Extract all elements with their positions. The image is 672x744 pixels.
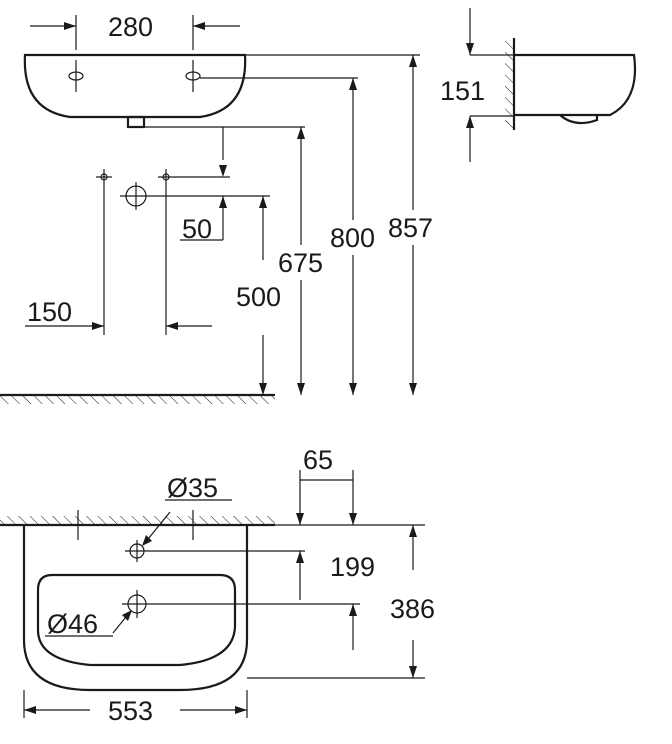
plan-view: Ø35 Ø46 65 199 386 xyxy=(0,445,435,726)
dim-dia-35: Ø35 xyxy=(167,473,218,503)
wall-hatch-plan xyxy=(0,516,275,525)
basin-bowl-outline xyxy=(36,573,237,667)
dim-675: 675 xyxy=(278,248,323,278)
floor-hatch xyxy=(0,395,275,404)
dim-65: 65 xyxy=(303,445,333,475)
dim-857: 857 xyxy=(388,213,433,243)
dim-199: 199 xyxy=(330,552,375,582)
basin-plan-outline xyxy=(22,525,249,692)
dim-dia-46: Ø46 xyxy=(47,609,98,639)
drain-stub xyxy=(126,115,146,129)
dim-553: 553 xyxy=(108,696,153,726)
dim-500: 500 xyxy=(236,282,281,312)
dim-800: 800 xyxy=(330,223,375,253)
basin-side-outline xyxy=(514,53,636,117)
dim-50: 50 xyxy=(182,214,212,244)
side-elevation: 151 xyxy=(440,8,636,162)
dim-151: 151 xyxy=(440,76,485,106)
basin-front-outline xyxy=(23,53,247,119)
dim-280: 280 xyxy=(108,12,153,42)
dim-150: 150 xyxy=(27,297,72,327)
fixing-points xyxy=(96,169,230,185)
wall-hatch-side xyxy=(505,38,514,130)
front-elevation: 280 50 150 xyxy=(0,12,433,404)
dim-386: 386 xyxy=(390,594,435,624)
